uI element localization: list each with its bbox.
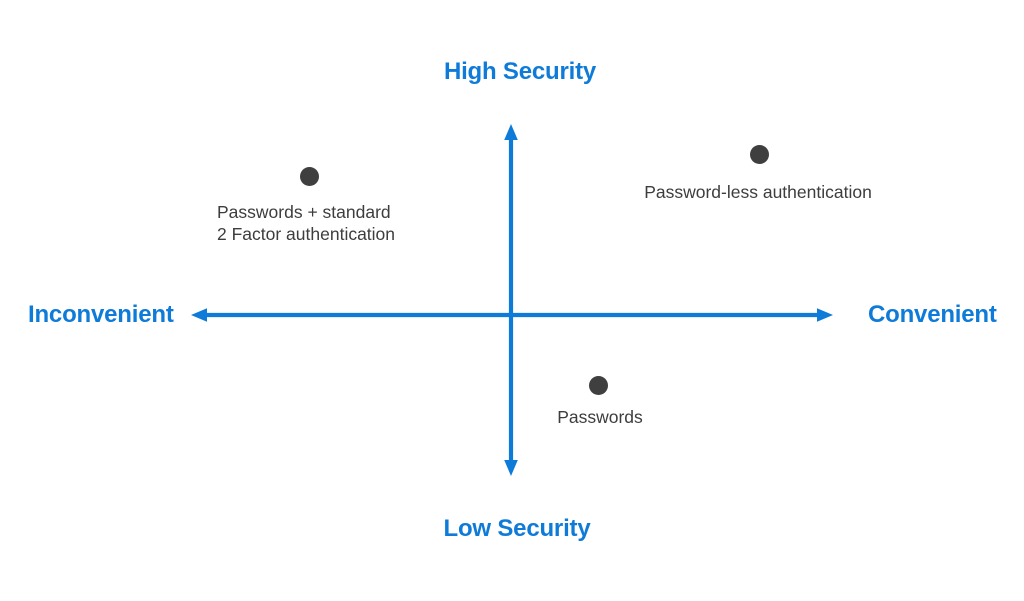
point-label-passwords: Passwords bbox=[557, 406, 643, 428]
point-dot-passwords-plus-2fa bbox=[300, 167, 319, 186]
arrowhead-down-icon bbox=[504, 460, 518, 476]
point-label-passwords-plus-2fa: Passwords + standard 2 Factor authentica… bbox=[217, 201, 395, 245]
point-label-line: Passwords bbox=[557, 407, 643, 427]
arrowhead-left-icon bbox=[191, 308, 207, 322]
point-label-line: Password-less authentication bbox=[644, 182, 872, 202]
axis-label-inconvenient: Inconvenient bbox=[28, 301, 174, 328]
arrowhead-up-icon bbox=[504, 124, 518, 140]
axis-label-low-security: Low Security bbox=[443, 515, 591, 542]
axis-label-high-security: High Security bbox=[443, 58, 597, 85]
axis-label-convenient: Convenient bbox=[868, 301, 997, 328]
point-dot-passwords bbox=[589, 376, 608, 395]
point-label-line: Passwords + standard bbox=[217, 202, 391, 222]
point-label-line: 2 Factor authentication bbox=[217, 224, 396, 244]
arrowhead-right-icon bbox=[817, 308, 833, 322]
point-dot-password-less-authentication bbox=[750, 145, 769, 164]
point-label-password-less-authentication: Password-less authentication bbox=[644, 181, 872, 203]
